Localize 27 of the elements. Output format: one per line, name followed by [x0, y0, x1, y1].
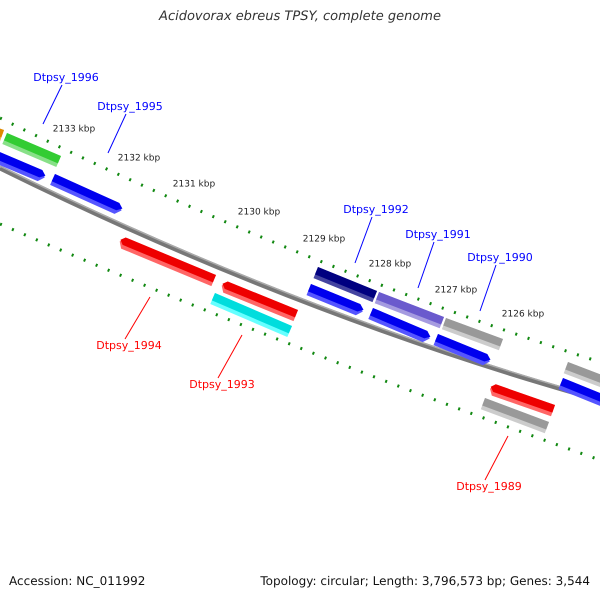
position-label: 2129 kbp [302, 234, 346, 246]
position-label: 2128 kbp [368, 260, 412, 270]
leader-line [480, 264, 496, 312]
gene-label: Dtpsy_1992 [343, 203, 409, 217]
gene-label: Dtpsy_1989 [456, 480, 522, 494]
position-label: 2131 kbp [172, 180, 216, 190]
gene-label: Dtpsy_1991 [405, 228, 471, 242]
gene-label: Dtpsy_1996 [33, 71, 99, 85]
position-label: 2126 kbp [502, 310, 544, 320]
leader-line [418, 242, 434, 288]
leader-line [218, 334, 242, 378]
leader-line [124, 296, 150, 340]
leader-line [42, 84, 62, 124]
gene-label: Dtpsy_1994 [96, 339, 162, 353]
position-label: 2133 kbp [52, 124, 96, 136]
position-label: 2130 kbp [238, 208, 280, 218]
position-label: 2127 kbp [434, 286, 478, 296]
genome-info-text: Topology: circular; Length: 3,796,573 bp; Genes: 3,544 [260, 574, 590, 588]
gene-label: Dtpsy_1995 [97, 100, 163, 114]
chart-title: Acidovorax ebreus TPSY, complete genome [158, 10, 442, 23]
gene-label: Dtpsy_1993 [189, 378, 255, 392]
gene-label: Dtpsy_1990 [467, 251, 533, 265]
leader-line [354, 216, 372, 264]
position-label: 2132 kbp [118, 154, 160, 164]
accession-text: Accession: NC_011992 [9, 574, 146, 588]
leader-line [484, 436, 508, 480]
leader-line [108, 114, 126, 154]
